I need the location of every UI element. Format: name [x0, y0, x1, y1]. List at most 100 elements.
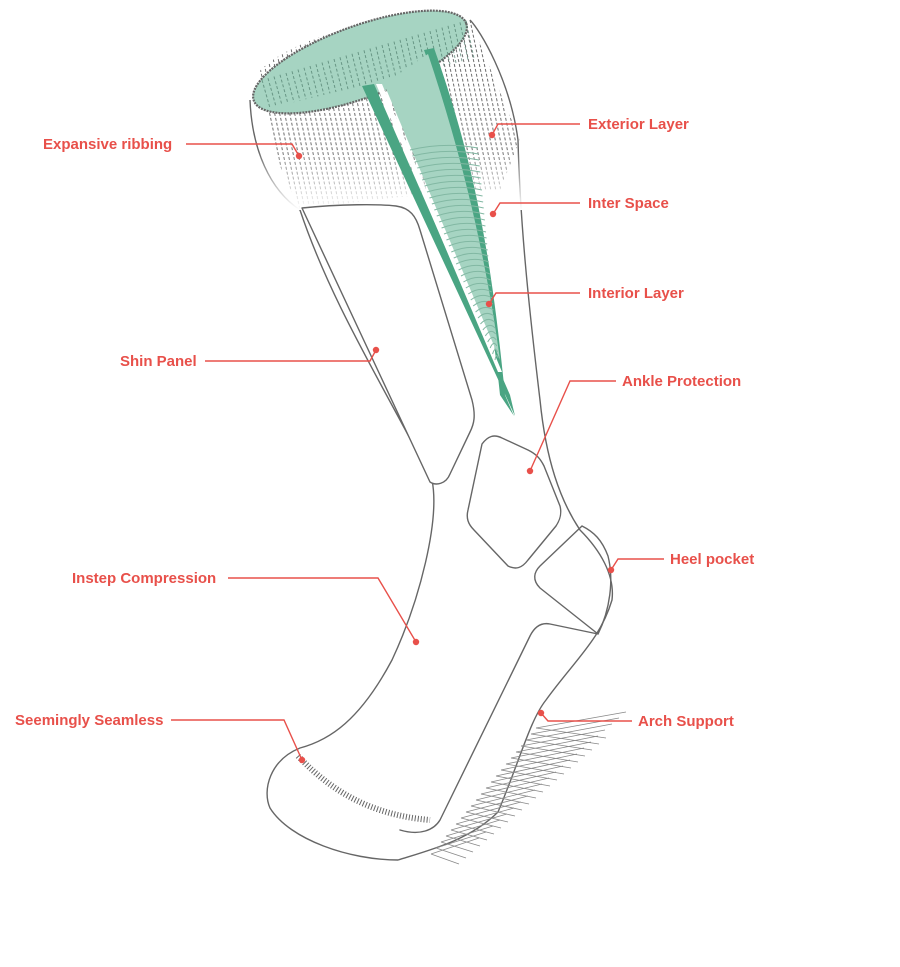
- mesh-line: [435, 847, 467, 859]
- inner-rib-line: [387, 43, 397, 78]
- interior-arc-line: [470, 294, 493, 301]
- shin-panel-shape: [301, 203, 475, 485]
- interior-arc-line: [422, 174, 481, 181]
- mesh-line: [520, 729, 606, 747]
- leader-line: [491, 123, 580, 136]
- leader-line: [610, 558, 664, 571]
- leader-line: [186, 143, 300, 157]
- label-ankle-protection: Ankle Protection: [622, 373, 741, 390]
- marker-dot: [372, 346, 380, 354]
- inner-rib-line: [285, 72, 295, 103]
- cuff-inner-ribs: [261, 20, 475, 109]
- inner-rib-line: [321, 62, 331, 94]
- inner-rib-line: [399, 39, 409, 75]
- interior-arc-line: [426, 186, 483, 193]
- callout-interior-layer: Interior Layer: [485, 285, 684, 308]
- heel-pocket-shape: [534, 525, 612, 635]
- marker-dot: [537, 709, 545, 717]
- mesh-line: [465, 795, 529, 813]
- mesh-line: [450, 829, 488, 841]
- interior-arc-line: [453, 252, 489, 259]
- mesh-line: [440, 841, 474, 853]
- mesh-line: [460, 801, 522, 819]
- mesh-line: [455, 807, 515, 825]
- interior-arc-line: [436, 210, 485, 217]
- interior-layer-fill: [384, 54, 500, 360]
- mesh-line: [485, 771, 557, 789]
- interior-arc-line: [477, 312, 495, 319]
- interior-arc-line: [443, 228, 487, 235]
- mesh-line: [445, 835, 481, 847]
- inner-rib-line: [315, 64, 325, 96]
- callout-heel-pocket: Heel pocket: [607, 551, 754, 574]
- mesh-line: [500, 753, 578, 771]
- layer-cutaway: [362, 48, 515, 416]
- interior-arc-line: [448, 240, 488, 247]
- interior-arc-line: [455, 258, 490, 265]
- inner-rib-line: [291, 71, 301, 101]
- callout-instep-compression: Instep Compression: [72, 570, 420, 646]
- interior-arc-line: [468, 288, 492, 295]
- label-arch-support: Arch Support: [638, 713, 734, 730]
- interior-arc-line: [463, 276, 491, 283]
- interior-arc-line: [451, 246, 488, 253]
- leader-line: [488, 292, 580, 305]
- callout-shin-panel: Shin Panel: [120, 346, 380, 370]
- exterior-band: [362, 84, 515, 416]
- inner-rib-line: [303, 67, 313, 98]
- mesh-line: [445, 819, 501, 837]
- interior-arc-line: [429, 192, 483, 199]
- interior-arc-line: [489, 342, 498, 349]
- inner-rib-line: [459, 22, 469, 61]
- label-instep-compression: Instep Compression: [72, 570, 216, 587]
- inner-rib-line: [339, 57, 349, 90]
- mesh-line: [495, 759, 571, 777]
- interior-arc-line: [487, 336, 497, 343]
- mesh-line: [515, 735, 599, 753]
- marker-dot: [298, 756, 306, 764]
- inner-rib-line: [453, 23, 463, 62]
- callout-seemingly-seamless: Seemingly Seamless: [15, 712, 306, 764]
- interior-arc-line: [465, 282, 492, 289]
- inner-rib-line: [405, 37, 415, 74]
- label-inter-space: Inter Space: [588, 195, 669, 212]
- interior-arc-line: [458, 264, 490, 271]
- marker-dot: [526, 467, 534, 475]
- marker-dot: [412, 638, 420, 646]
- inter-space-gap: [376, 84, 502, 372]
- interior-arc-line: [434, 204, 484, 211]
- interior-arc-line: [492, 348, 498, 355]
- inner-rib-line: [345, 55, 355, 88]
- marker-dot: [485, 300, 493, 308]
- rib-line: [530, 20, 570, 210]
- interior-layer-lines: [409, 144, 499, 361]
- inner-rib-line: [357, 51, 367, 85]
- interior-arc-line: [482, 324, 496, 331]
- leader-line: [529, 380, 616, 472]
- arch-panel-shape: [399, 622, 599, 834]
- label-exterior-layer: Exterior Layer: [588, 116, 689, 133]
- mesh-line: [435, 831, 487, 849]
- marker-dot: [489, 210, 497, 218]
- interior-arc-line: [494, 354, 499, 361]
- inner-rib-line: [363, 50, 373, 84]
- inner-rib-line: [441, 27, 451, 65]
- mesh-line: [455, 823, 495, 835]
- interior-arc-line: [484, 330, 497, 337]
- inner-rib-line: [369, 48, 379, 82]
- mesh-line: [475, 799, 523, 811]
- interior-arc-line: [419, 168, 481, 175]
- marker-dot: [295, 152, 303, 160]
- inner-rib-line: [351, 53, 361, 87]
- label-heel-pocket: Heel pocket: [670, 551, 754, 568]
- mesh-line: [430, 837, 480, 855]
- label-expansive-ribbing: Expansive ribbing: [43, 136, 172, 153]
- mesh-line: [430, 853, 460, 865]
- inner-rib-line: [435, 29, 445, 66]
- callout-exterior-layer: Exterior Layer: [488, 116, 689, 139]
- inner-rib-line: [393, 41, 403, 77]
- inner-rib-line: [381, 44, 391, 79]
- callout-arch-support: Arch Support: [537, 709, 734, 730]
- mesh-line: [505, 747, 585, 765]
- leader-line: [205, 349, 377, 362]
